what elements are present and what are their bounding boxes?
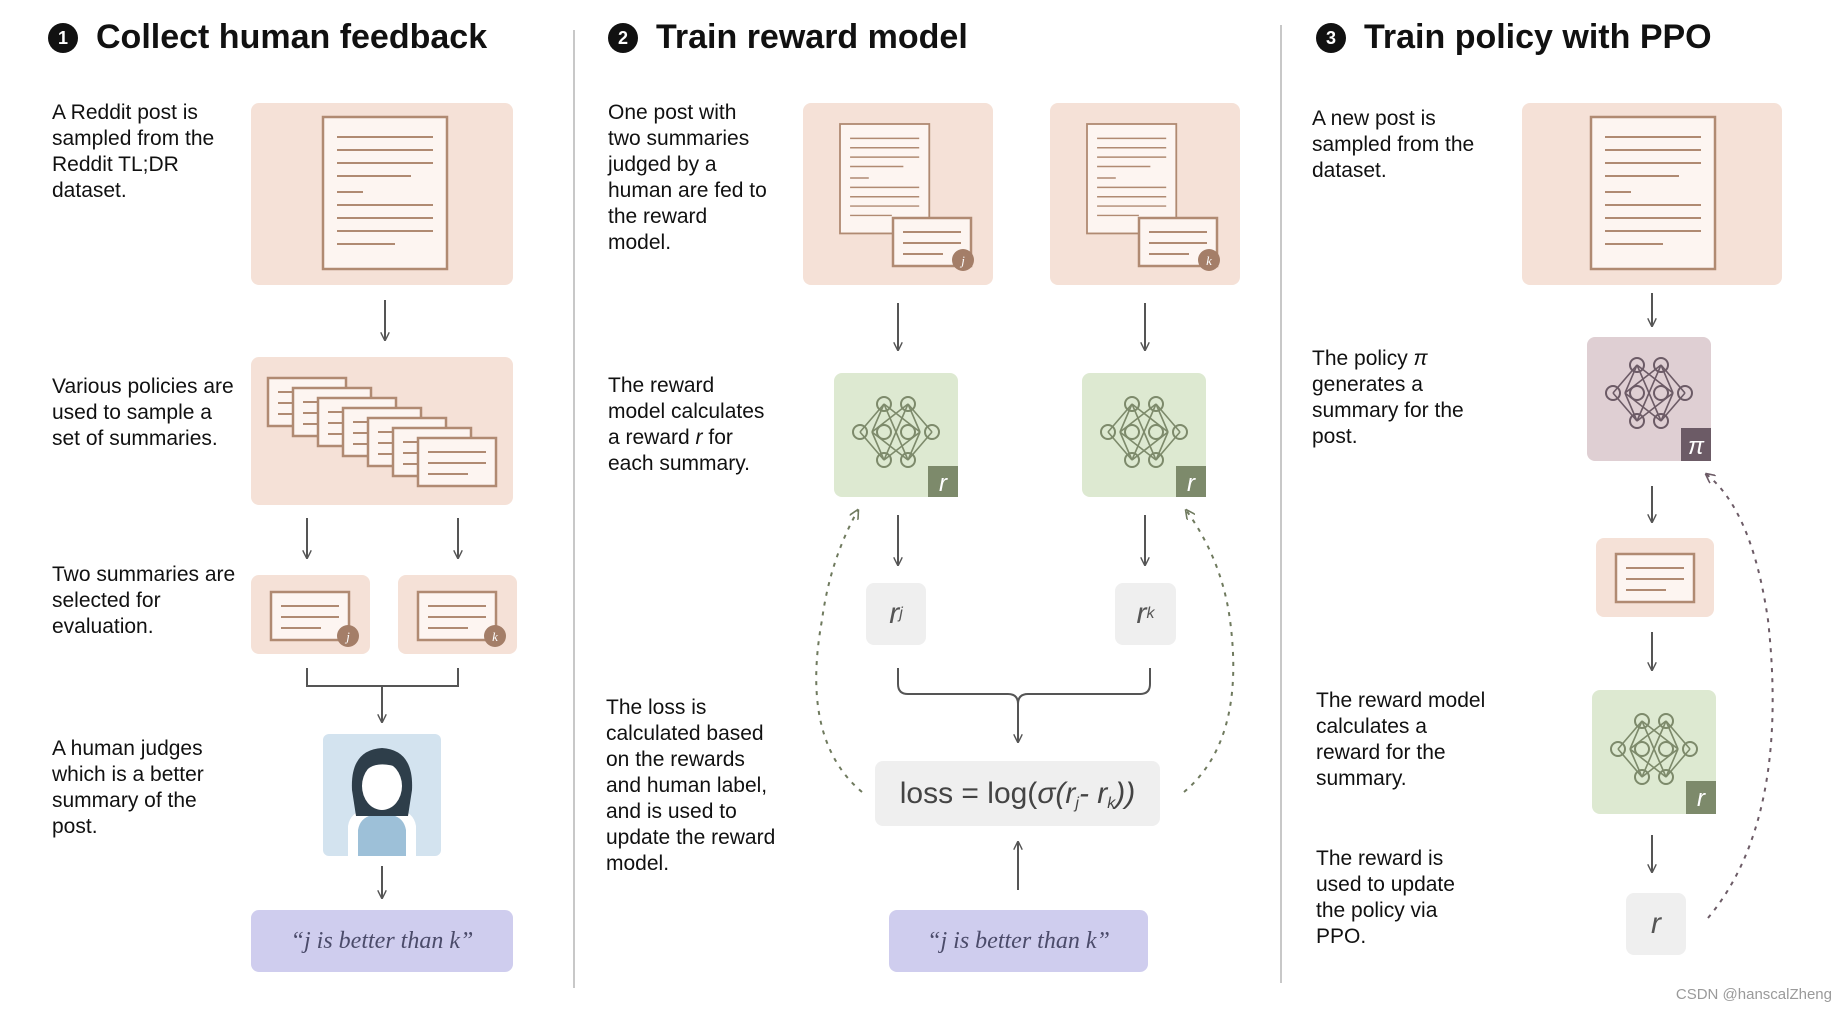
watermark: CSDN @hanscalZheng xyxy=(1675,986,1832,1003)
col2-desc-loss: The loss is calculated based on the rewa… xyxy=(606,696,776,875)
col2-desc-reward-a: The reward model calculates a reward xyxy=(608,374,765,449)
step-number-badge: 2 xyxy=(608,23,638,53)
step2-title-text: Train reward model xyxy=(656,18,968,56)
step-number-badge: 1 xyxy=(48,23,78,53)
policy-badge xyxy=(1681,428,1711,461)
human-label-box: “j is better than k” xyxy=(251,910,513,972)
badge-k-text: k xyxy=(492,629,498,644)
loss-sigma: σ(r xyxy=(1037,776,1076,810)
reward-r-box: r xyxy=(1626,893,1686,955)
badge-k-text-2: k xyxy=(1206,253,1212,268)
reward-badge-3 xyxy=(1686,781,1716,814)
col1-desc-human-judges: A human judges which is a better summary… xyxy=(52,737,204,838)
column-divider xyxy=(573,30,575,988)
col3-desc-policy: The policy π generates a summary for the… xyxy=(1312,346,1492,450)
rk-var: r xyxy=(1136,597,1147,630)
reward-model-network-icon xyxy=(1610,713,1698,785)
summary-k-card-icon xyxy=(416,590,498,642)
reward-model-k-network-icon xyxy=(1100,396,1188,468)
loss-minus: - r xyxy=(1078,776,1108,810)
policy-badge-text: π xyxy=(1688,433,1705,460)
col2-desc-reward-var: r xyxy=(695,426,703,449)
new-post-document-icon xyxy=(1589,115,1717,271)
reddit-post-document-icon xyxy=(321,115,449,271)
col1-desc-two-summaries: Two summaries are selected for evaluatio… xyxy=(52,563,236,638)
badge-k-icon-2 xyxy=(1198,249,1220,271)
badge-k-icon xyxy=(484,625,506,647)
step3-title: 3 Train policy with PPO xyxy=(1316,18,1712,57)
reward-badge-3-text: r xyxy=(1697,785,1706,812)
reward-model-j-network-icon xyxy=(852,396,940,468)
reward-badge-k-text: r xyxy=(1187,470,1196,497)
reward-badge-j xyxy=(928,466,958,497)
col3-desc-policy-var: π xyxy=(1413,347,1428,370)
step1-title: 1 Collect human feedback xyxy=(48,18,487,57)
col2-desc-reward: The reward model calculates a reward r f… xyxy=(608,373,768,477)
col1-desc-policies: Various policies are used to sample a se… xyxy=(52,375,234,450)
loss-suffix: )) xyxy=(1115,776,1136,810)
stacked-summaries-icon xyxy=(266,376,498,488)
rj-sub: j xyxy=(899,605,903,622)
reward-badge-j-text: r xyxy=(939,470,948,497)
col1-desc-sample-post: A Reddit post is sampled from the Reddit… xyxy=(52,101,215,202)
step2-title: 2 Train reward model xyxy=(608,18,968,57)
column-divider xyxy=(1280,25,1282,983)
loss-sub-j: j xyxy=(1075,794,1079,812)
policy-network-icon xyxy=(1605,357,1693,429)
badge-j-icon xyxy=(337,625,359,647)
step3-title-text: Train policy with PPO xyxy=(1364,18,1712,56)
rj-var: r xyxy=(889,597,900,630)
badge-j-icon-2 xyxy=(952,249,974,271)
col2-desc-reward-b: for each summary. xyxy=(608,426,750,475)
col3-desc-policy-b: generates a summary for the post. xyxy=(1312,373,1464,448)
badge-j-text-2: j xyxy=(959,253,965,268)
loss-prefix: loss = log( xyxy=(899,776,1038,810)
policy-update-arrow xyxy=(1706,474,1774,919)
reward-badge-k xyxy=(1176,466,1206,497)
badge-j-text: j xyxy=(344,629,350,644)
rk-sub: k xyxy=(1146,605,1155,622)
col3-desc-new-post: A new post is sampled from the dataset. xyxy=(1312,107,1475,182)
human-icon xyxy=(348,748,416,856)
loss-sub-k: k xyxy=(1107,794,1116,812)
human-label-box-2: “j is better than k” xyxy=(889,910,1148,972)
generated-summary-card-icon xyxy=(1614,552,1696,604)
col2-desc-fed: One post with two summaries judged by a … xyxy=(608,101,767,254)
summary-j-card-icon xyxy=(269,590,351,642)
col3-desc-reward-model: The reward model calculates a reward for… xyxy=(1316,689,1486,790)
step1-title-text: Collect human feedback xyxy=(96,18,488,56)
col3-desc-update: The reward is used to update the policy … xyxy=(1316,847,1455,948)
step-number-badge: 3 xyxy=(1316,23,1346,53)
col3-desc-policy-a: The policy xyxy=(1312,347,1414,370)
